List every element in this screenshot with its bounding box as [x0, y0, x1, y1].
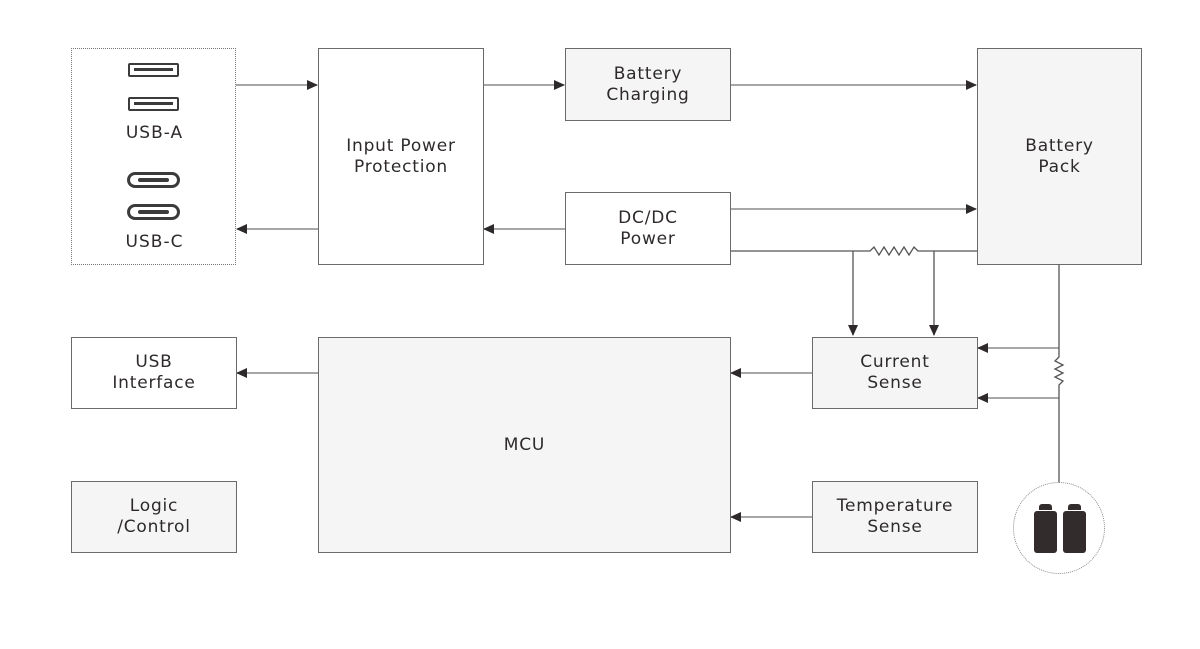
block-label: Battery Charging — [606, 63, 690, 105]
mcu-block: MCU — [318, 337, 731, 553]
usb-interface-block: USB Interface — [71, 337, 237, 409]
block-label: Input Power Protection — [346, 135, 456, 177]
usb-a-port-icon — [128, 97, 179, 111]
usb-c-port-icon — [127, 204, 180, 220]
battery-cell-icon — [1034, 504, 1057, 553]
dcdc-power-block: DC/DC Power — [565, 192, 731, 265]
usb-a-port-icon — [128, 63, 179, 77]
usb-c-port-icon — [127, 172, 180, 188]
battery-charging-block: Battery Charging — [565, 48, 731, 121]
block-label: Logic /Control — [117, 496, 191, 537]
block-label: Temperature Sense — [836, 496, 954, 537]
battery-cell-icon — [1063, 504, 1086, 553]
block-label: USB Interface — [112, 352, 196, 393]
current-sense-block: Current Sense — [812, 337, 978, 409]
block-label: Current Sense — [860, 352, 930, 393]
block-label: DC/DC Power — [618, 207, 678, 249]
wire-battery-return-shunt — [1053, 265, 1065, 483]
battery-pack-block: Battery Pack — [977, 48, 1142, 265]
block-label: MCU — [503, 434, 546, 455]
input-power-protection-block: Input Power Protection — [318, 48, 484, 265]
usb-ports-group: USB-A USB-C — [71, 48, 236, 265]
usb-a-label: USB-A — [125, 123, 184, 143]
usb-c-label: USB-C — [125, 232, 184, 252]
block-label: Battery Pack — [1025, 135, 1094, 177]
logic-control-block: Logic /Control — [71, 481, 237, 553]
battery-cells-icon — [1013, 482, 1105, 574]
wire-dcdc-output-shunt — [730, 245, 977, 257]
temperature-sense-block: Temperature Sense — [812, 481, 978, 553]
